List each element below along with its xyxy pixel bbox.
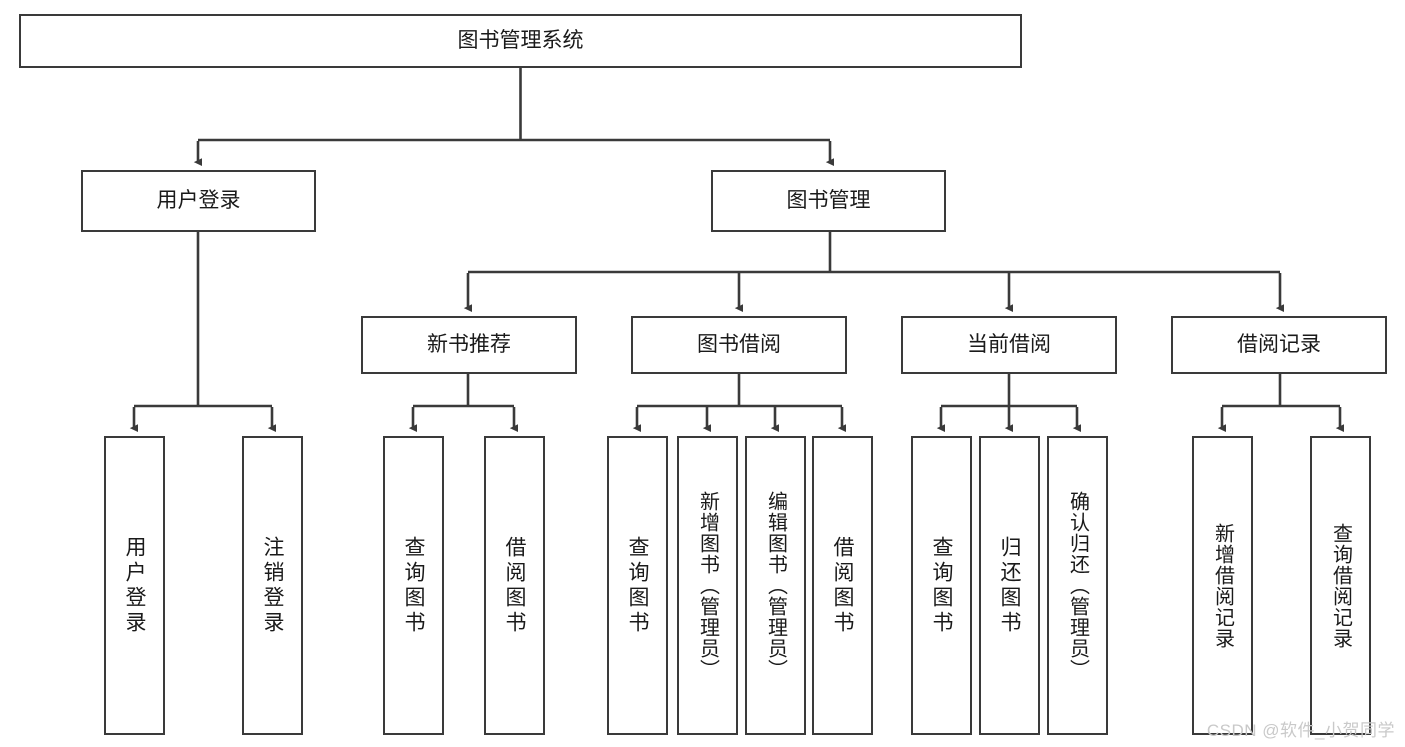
watermark-text: CSDN @软件_小贺同学 — [1206, 721, 1395, 740]
leaf-borrow-query-book[interactable]: 查询图书 — [607, 436, 668, 735]
node-new-book-recommend[interactable]: 新书推荐 — [361, 316, 577, 374]
leaf-borrow-edit-book-admin[interactable]: 编辑图书（管理员） — [745, 436, 806, 735]
node-label: 用户登录 — [156, 189, 241, 213]
node-label: 图书借阅 — [697, 333, 781, 357]
leaf-borrow-borrow-book[interactable]: 借阅图书 — [812, 436, 873, 735]
leaf-label: 查询图书 — [930, 535, 953, 636]
node-label: 借阅记录 — [1237, 333, 1321, 357]
leaf-label: 归还图书 — [998, 535, 1021, 636]
leaf-label: 编辑图书（管理员） — [764, 491, 787, 680]
node-borrow-record[interactable]: 借阅记录 — [1171, 316, 1387, 374]
node-root-system[interactable]: 图书管理系统 — [19, 14, 1022, 68]
node-label: 新书推荐 — [427, 333, 511, 357]
leaf-current-return-book[interactable]: 归还图书 — [979, 436, 1040, 735]
leaf-label: 查询图书 — [402, 535, 425, 636]
leaf-record-add-record[interactable]: 新增借阅记录 — [1192, 436, 1253, 735]
leaf-borrow-add-book-admin[interactable]: 新增图书（管理员） — [677, 436, 738, 735]
node-current-borrow[interactable]: 当前借阅 — [901, 316, 1117, 374]
leaf-user-login-signin[interactable]: 用户登录 — [104, 436, 165, 735]
leaf-label: 借阅图书 — [503, 535, 526, 636]
leaf-recommend-query-book[interactable]: 查询图书 — [383, 436, 444, 735]
node-user-login[interactable]: 用户登录 — [81, 170, 316, 232]
leaf-recommend-borrow-book[interactable]: 借阅图书 — [484, 436, 545, 735]
node-label: 图书管理系统 — [457, 29, 584, 53]
node-label: 图书管理 — [786, 189, 871, 213]
leaf-label: 用户登录 — [123, 535, 146, 636]
leaf-label: 确认归还（管理员） — [1066, 491, 1089, 680]
leaf-label: 新增借阅记录 — [1211, 522, 1234, 649]
leaf-label: 查询借阅记录 — [1329, 522, 1352, 649]
node-book-borrow[interactable]: 图书借阅 — [631, 316, 847, 374]
leaf-record-query-record[interactable]: 查询借阅记录 — [1310, 436, 1371, 735]
leaf-user-login-signout[interactable]: 注销登录 — [242, 436, 303, 735]
node-label: 当前借阅 — [967, 333, 1051, 357]
leaf-label: 查询图书 — [626, 535, 649, 636]
leaf-current-confirm-return-admin[interactable]: 确认归还（管理员） — [1047, 436, 1108, 735]
leaf-label: 新增图书（管理员） — [696, 491, 719, 680]
leaf-label: 注销登录 — [261, 535, 284, 636]
leaf-label: 借阅图书 — [831, 535, 854, 636]
leaf-current-query-book[interactable]: 查询图书 — [911, 436, 972, 735]
node-book-management[interactable]: 图书管理 — [711, 170, 946, 232]
